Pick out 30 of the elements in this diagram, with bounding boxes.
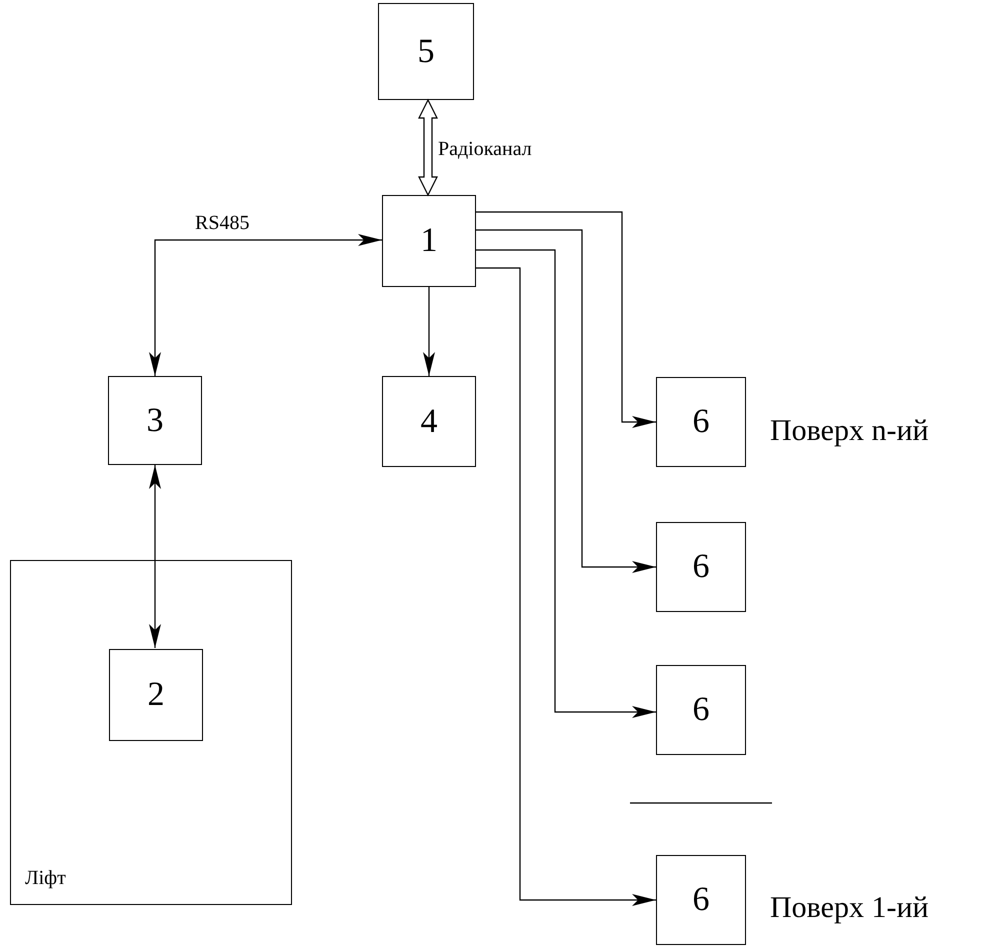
block-box	[656, 522, 746, 612]
floor-label: Поверх n-ий	[770, 414, 929, 448]
block-number: 3	[146, 402, 164, 440]
double-arrow	[418, 98, 438, 196]
block-box	[656, 855, 746, 945]
block-box	[382, 376, 476, 467]
block-box	[382, 195, 476, 287]
arrow	[149, 465, 161, 648]
block-box	[109, 649, 203, 741]
block-number: 6	[692, 403, 710, 441]
arrow	[476, 229, 656, 573]
block-box	[378, 3, 474, 100]
lift-frame	[10, 560, 292, 905]
block-number: 5	[418, 32, 434, 70]
block-number: 1	[420, 222, 438, 260]
floor-label: Поверх 1-ий	[770, 891, 929, 925]
block-box	[108, 376, 202, 465]
block-box	[656, 665, 746, 755]
arrow	[423, 287, 435, 376]
block-number: 6	[692, 548, 710, 586]
block-number: 4	[420, 402, 438, 440]
block-number: 6	[692, 881, 710, 919]
block-number: 2	[148, 676, 164, 714]
arrow	[476, 267, 656, 906]
block-box	[656, 377, 746, 467]
arrow	[476, 211, 656, 428]
block-number: 6	[692, 691, 710, 729]
arrow	[149, 234, 382, 376]
arrow	[476, 249, 656, 718]
group-label: Ліфт	[25, 867, 66, 890]
